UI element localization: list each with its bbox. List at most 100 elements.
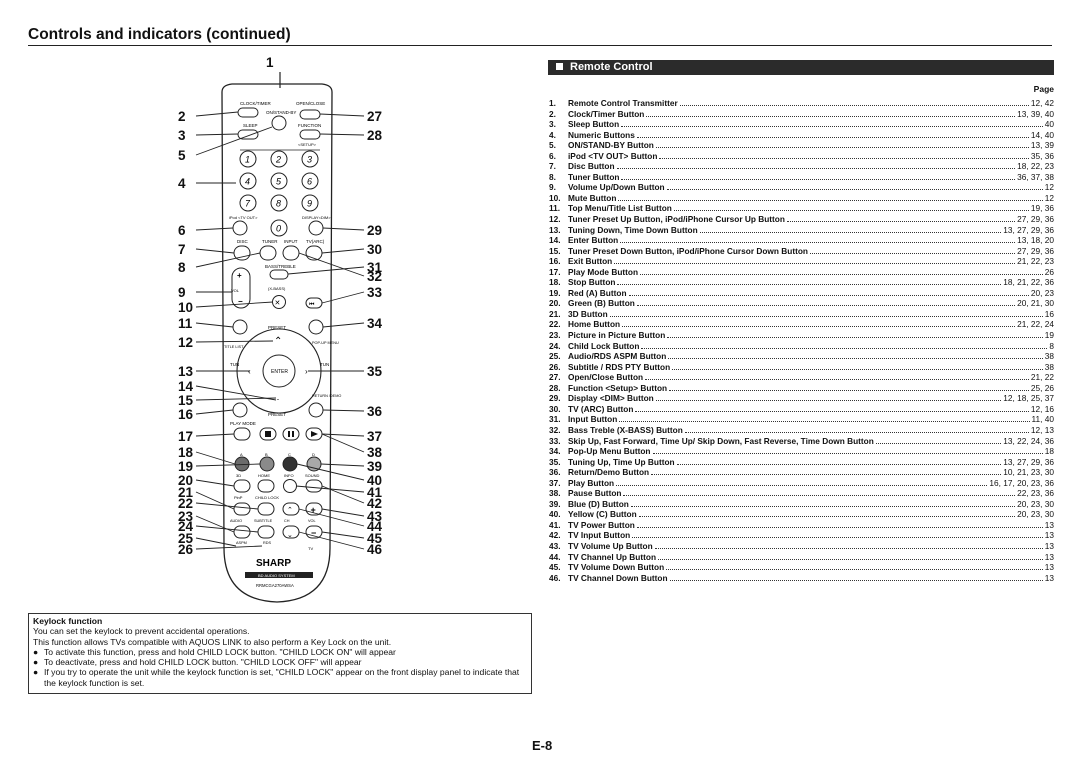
callout-leader-line xyxy=(296,463,365,481)
label-ipod-tv-out: iPod <TV OUT> xyxy=(229,215,258,220)
callout-number: 46 xyxy=(367,542,383,557)
label-input: INPUT xyxy=(284,239,298,244)
index-item-name: Numeric Buttons xyxy=(568,129,635,140)
leader-dots xyxy=(652,453,1043,455)
callout-number: 41 xyxy=(367,485,383,500)
leader-dots xyxy=(676,463,1002,465)
index-number: 2. xyxy=(549,108,556,119)
numeric-key xyxy=(270,150,288,168)
index-pages: 13, 22, 24, 36 xyxy=(1003,435,1054,446)
index-item-name: Top Menu/Title List Button xyxy=(568,203,672,214)
callout-leader-line xyxy=(298,252,365,277)
callout-number: 12 xyxy=(178,335,194,350)
label-vol-tv: VOL xyxy=(308,519,316,523)
callout-1: 1 xyxy=(266,55,274,70)
index-item-name: Tuner Preset Up Button, iPod/iPhone Curs… xyxy=(568,214,785,225)
bullet-icon: ● xyxy=(33,646,39,657)
stop-icon xyxy=(265,431,271,437)
leader-dots xyxy=(641,347,1048,349)
callout-number: 40 xyxy=(367,473,383,488)
callout-number: 32 xyxy=(367,269,383,284)
leader-dots xyxy=(666,189,1043,191)
callout-number: 22 xyxy=(178,496,194,511)
index-number: 29. xyxy=(549,393,561,404)
index-number: 23. xyxy=(549,330,561,341)
label-x-bass: (X-BASS) xyxy=(268,286,286,291)
index-pages: 13, 27, 29, 36 xyxy=(1003,456,1054,467)
index-item-name: Exit Button xyxy=(568,256,613,267)
pause-icon xyxy=(288,431,290,437)
callout-number: 24 xyxy=(178,519,194,534)
leader-dots xyxy=(619,421,1030,423)
index-number: 39. xyxy=(549,498,561,509)
label-return-demo: RETURN /DEMO xyxy=(312,394,341,398)
callout-number: 4 xyxy=(178,176,186,191)
play-icon xyxy=(311,431,318,437)
index-number: 5. xyxy=(549,140,556,151)
pause-button-shape xyxy=(282,427,300,441)
leader-dots xyxy=(616,484,988,486)
leader-dots xyxy=(646,115,1016,117)
index-item-name: Display <DIM> Button xyxy=(568,393,654,404)
index-item-name: Tuner Preset Down Button, iPod/iPhone Cu… xyxy=(568,245,808,256)
index-pages: 25, 26 xyxy=(1030,382,1054,393)
index-pages: 16 xyxy=(1044,308,1054,319)
callout-number: 43 xyxy=(367,509,383,524)
callout-leader-line xyxy=(195,133,239,136)
section-header-label: Remote Control xyxy=(570,61,653,73)
callout-leader-line xyxy=(195,111,239,117)
index-item-name: Pop-Up Menu Button xyxy=(568,446,651,457)
callout-leaders xyxy=(195,111,365,550)
callout-number: 38 xyxy=(367,445,383,460)
label-preset-top: PRESET xyxy=(268,325,286,330)
callout-leader-line xyxy=(321,433,365,453)
index-pages: 20, 21, 30 xyxy=(1017,298,1054,309)
leader-dots xyxy=(635,410,1029,412)
label-preset-bottom: PRESET xyxy=(268,412,286,417)
numeric-key xyxy=(270,172,288,190)
index-item-name: Blue (D) Button xyxy=(568,498,629,509)
callout-leader-line xyxy=(195,301,274,308)
callout-leader-line xyxy=(298,508,365,527)
numeric-key xyxy=(270,194,288,212)
index-pages: 13 xyxy=(1044,530,1054,541)
callout-leader-line xyxy=(195,409,234,415)
index-number: 6. xyxy=(549,150,556,161)
leader-dots xyxy=(614,263,1016,265)
index-pages: 12 xyxy=(1044,182,1054,193)
index-number: 21. xyxy=(549,308,561,319)
callout-number: 30 xyxy=(367,242,383,257)
index-pages: 16, 17, 20, 23, 36 xyxy=(989,477,1054,488)
index-number: 10. xyxy=(549,192,561,203)
index-pages: 12 xyxy=(1044,192,1054,203)
callout-number: 28 xyxy=(367,128,383,143)
channel-down-icon: ⌄ xyxy=(287,532,293,539)
leader-dots xyxy=(636,136,1029,138)
numeric-key-label: 0 xyxy=(276,224,281,234)
callout-number: 18 xyxy=(178,445,194,460)
3d-button xyxy=(233,479,251,493)
leader-dots xyxy=(623,495,1016,497)
green-b-button xyxy=(259,456,275,472)
label-audio: AUDIO xyxy=(230,519,242,523)
leader-dots xyxy=(616,168,1016,170)
label-tv-arc: TV(ARC) xyxy=(306,239,325,244)
callout-number: 8 xyxy=(178,260,186,275)
volume-up-icon: + xyxy=(237,271,242,280)
callout-leader-line xyxy=(195,385,277,401)
numeric-key xyxy=(301,150,319,168)
index-pages: 13 xyxy=(1044,551,1054,562)
index-number: 40. xyxy=(549,509,561,520)
index-item-name: Picture in Picture Button xyxy=(568,330,666,341)
